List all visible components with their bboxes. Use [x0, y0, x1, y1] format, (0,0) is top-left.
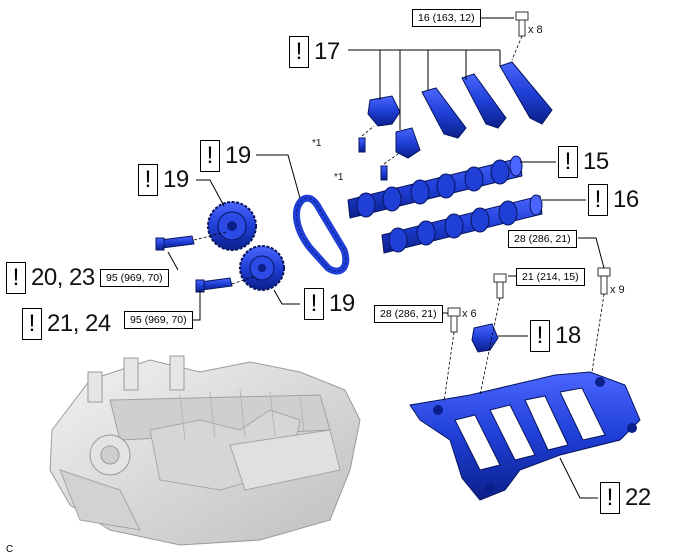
- callout-number: 19: [163, 166, 189, 193]
- timing-chain: [292, 194, 350, 275]
- torque-spec-top: 16 (163, 12): [412, 9, 481, 27]
- torque-spec-left: 28 (286, 21): [374, 305, 443, 323]
- caution-icon: !: [588, 184, 608, 216]
- reference-mark: *1: [334, 172, 344, 183]
- torque-spec-middle: 21 (214, 15): [516, 268, 585, 286]
- callout-15: ! 15: [558, 146, 609, 178]
- callout-number: 18: [555, 322, 581, 349]
- caution-icon: !: [304, 288, 324, 320]
- camshaft-15: [347, 155, 523, 219]
- callout-number: 20, 23: [31, 264, 95, 291]
- callout-number: 22: [625, 484, 651, 511]
- engine-block-illustration: [49, 355, 361, 546]
- callout-21-24: ! 21, 24: [22, 308, 111, 340]
- bearing-caps-17: [367, 61, 553, 159]
- quantity-label: x 8: [528, 24, 543, 36]
- caution-icon: !: [600, 482, 620, 514]
- reference-mark: *1: [312, 138, 322, 149]
- torque-spec-right: 28 (286, 21): [508, 230, 577, 248]
- caution-icon: !: [289, 36, 309, 68]
- sensor-bracket-part: [471, 323, 499, 353]
- caution-icon: !: [530, 320, 550, 352]
- callout-18: ! 18: [530, 320, 581, 352]
- callout-19-lower-gear: ! 19: [304, 288, 355, 320]
- caution-icon: !: [6, 262, 26, 294]
- callout-number: 19: [225, 142, 251, 169]
- torque-spec-gear-upper: 95 (969, 70): [100, 269, 169, 287]
- leader-lines: [167, 17, 605, 499]
- caution-icon: !: [200, 140, 220, 172]
- camshaft-housing-frame: [409, 371, 641, 501]
- callout-19-chain: ! 19: [200, 140, 251, 172]
- small-bolts: [358, 137, 388, 181]
- callout-number: 21, 24: [47, 310, 111, 337]
- callout-22: ! 22: [600, 482, 651, 514]
- callout-number: 16: [613, 186, 639, 213]
- callout-16: ! 16: [588, 184, 639, 216]
- camshaft-16: [381, 194, 543, 254]
- callout-20-23: ! 20, 23: [6, 262, 95, 294]
- caution-icon: !: [22, 308, 42, 340]
- quantity-label: x 6: [462, 308, 477, 320]
- callout-17: ! 17: [289, 36, 340, 68]
- caution-icon: !: [558, 146, 578, 178]
- callout-19-upper-gear: ! 19: [138, 164, 189, 196]
- quantity-label: x 9: [610, 284, 625, 296]
- gear-bolts: [155, 235, 233, 293]
- callout-number: 19: [329, 290, 355, 317]
- figure-corner-mark: C: [6, 544, 14, 555]
- caution-icon: !: [138, 164, 158, 196]
- assembly-guide-lines: [193, 35, 605, 403]
- callout-number: 17: [314, 38, 340, 65]
- torque-spec-gear-lower: 95 (969, 70): [124, 311, 193, 329]
- cam-gear-lower: [239, 245, 285, 291]
- callout-number: 15: [583, 148, 609, 175]
- cam-gear-upper: [207, 201, 257, 251]
